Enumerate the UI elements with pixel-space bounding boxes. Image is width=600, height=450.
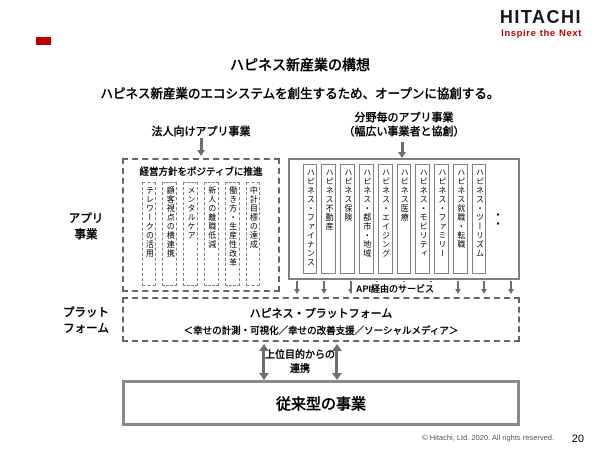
field-app-item: ハピネス医療 xyxy=(396,164,412,274)
corporate-app-item: 新人の離職低減 xyxy=(204,182,219,286)
field-app-item: ハピネス就職・転職 xyxy=(452,164,468,274)
corporate-app-item: テレワークの活用 xyxy=(141,182,157,286)
more-items-dots: ・・ xyxy=(492,210,503,228)
red-accent-rect xyxy=(36,37,51,45)
corporate-app-item: 中計目標の達成 xyxy=(245,182,261,286)
field-app-item: ハピネス・エイジング xyxy=(377,164,393,274)
api-service-label: API経由のサービス xyxy=(352,282,439,295)
field-apps-box: ハピネス・ファイナンスハピネス不動産ハピネス保険ハピネス・都市・地域ハピネス・エ… xyxy=(288,158,520,280)
corporate-apps-box: 経営方針をポジティブに推進 テレワークの活用顧客視点の横連携メンタルケア新人の離… xyxy=(122,158,280,292)
slide-subtitle: ハピネス新産業のエコシステムを創生するため、オープンに協創する。 xyxy=(100,87,500,101)
down-arrow-icon xyxy=(456,281,459,289)
field-app-item: ハピネス・都市・地域 xyxy=(358,164,374,274)
legacy-business-box: 従来型の事業 xyxy=(122,380,520,426)
field-app-item: ハピネス・ツーリズム xyxy=(471,164,487,274)
platform-box: ハピネス・プラットフォーム ＜幸せの計測・可視化／幸せの改善支援／ソーシャルメデ… xyxy=(122,297,520,342)
platform-label: プラット フォーム xyxy=(63,307,109,335)
field-app-item: ハピネス・モビリティ xyxy=(415,164,431,274)
down-arrow-icon xyxy=(200,138,203,150)
field-apps-header: 分野毎のアプリ事業 （幅広い事業者と協創） xyxy=(343,112,465,139)
field-app-item: ハピネス不動産 xyxy=(321,164,337,274)
slide-title: ハピネス新産業の構想 xyxy=(230,57,370,73)
corporate-apps-header: 法人向けアプリ事業 xyxy=(151,126,251,138)
hitachi-logo: HITACHI Inspire the Next xyxy=(500,8,582,39)
field-app-item: ハピネス・ファミリー xyxy=(434,164,449,274)
field-apps-items: ハピネス・ファイナンスハピネス不動産ハピネス保険ハピネス・都市・地域ハピネス・エ… xyxy=(302,164,487,274)
down-arrow-icon xyxy=(296,281,298,289)
down-arrow-icon xyxy=(322,281,325,289)
corporate-app-item: メンタルケア xyxy=(183,182,198,286)
copyright-text: © Hitachi, Ltd. 2020. All rights reserve… xyxy=(422,433,554,442)
link-label: 上位目的からの 連携 xyxy=(265,350,335,375)
corporate-apps-items: テレワークの活用顧客視点の横連携メンタルケア新人の離職低減働き方・生産性改革中計… xyxy=(126,182,276,288)
down-arrow-icon xyxy=(401,142,404,152)
page-number: 20 xyxy=(571,433,584,445)
field-app-item: ハピネス・ファイナンス xyxy=(302,164,318,274)
corporate-app-item: 顧客視点の横連携 xyxy=(162,182,178,286)
app-business-label: アプリ 事業 xyxy=(68,213,104,241)
platform-box-subtitle: ＜幸せの計測・可視化／幸せの改善支援／ソーシャルメディア＞ xyxy=(183,326,459,337)
corporate-apps-box-title: 経営方針をポジティブに推進 xyxy=(139,167,263,178)
hitachi-tagline: Inspire the Next xyxy=(501,28,582,39)
down-arrow-icon xyxy=(483,281,486,289)
up-down-arrow-icon xyxy=(335,351,338,373)
down-arrow-icon xyxy=(510,281,512,289)
platform-box-title: ハピネス・プラットフォーム xyxy=(249,308,393,320)
down-arrow-icon xyxy=(349,281,352,289)
hitachi-logo-text: HITACHI xyxy=(499,7,582,27)
up-down-arrow-icon xyxy=(262,351,265,373)
corporate-app-item: 働き方・生産性改革 xyxy=(224,182,240,286)
field-app-item: ハピネス保険 xyxy=(340,164,355,274)
legacy-business-label: 従来型の事業 xyxy=(275,395,366,413)
